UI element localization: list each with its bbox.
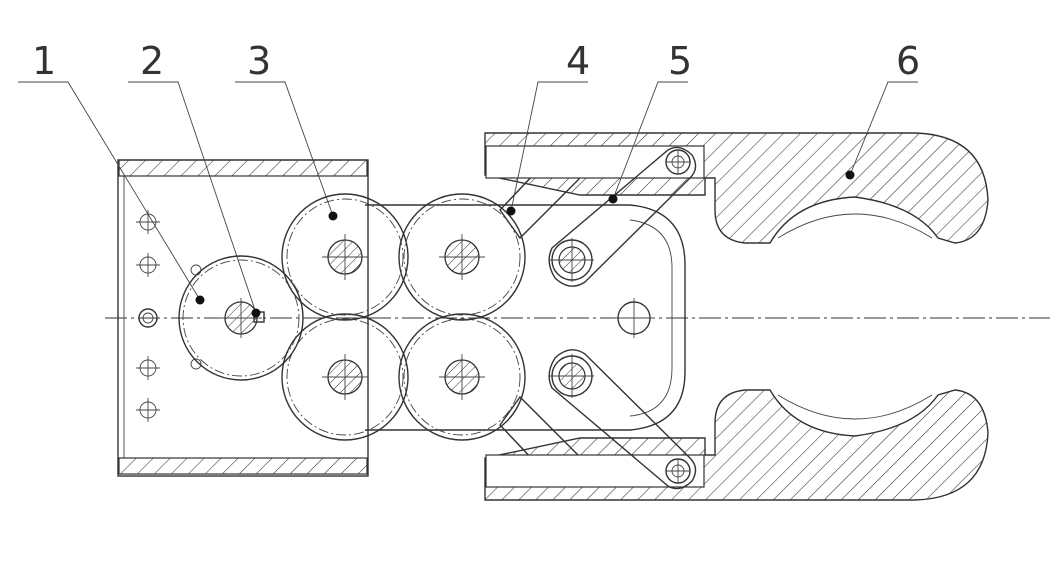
jaw-lower xyxy=(484,389,989,501)
output-gear-lower xyxy=(398,313,526,441)
part-label-2: 2 xyxy=(140,39,164,83)
parallel-link-upper xyxy=(548,146,697,287)
leader-lines xyxy=(18,81,918,318)
part-label-5: 5 xyxy=(668,39,692,83)
output-gear-upper xyxy=(398,193,526,321)
part-label-3: 3 xyxy=(247,39,271,83)
idler-gear-lower xyxy=(281,313,409,441)
drive-gear xyxy=(178,255,304,381)
housing-holes xyxy=(136,210,202,422)
central-body xyxy=(365,204,686,431)
parallel-link-lower xyxy=(548,349,697,490)
jaw-upper xyxy=(484,132,989,244)
part-label-4: 4 xyxy=(566,39,590,83)
part-label-6: 6 xyxy=(896,39,920,83)
left-housing xyxy=(117,159,369,477)
part-label-1: 1 xyxy=(32,39,56,83)
idler-gear-upper xyxy=(281,193,409,321)
